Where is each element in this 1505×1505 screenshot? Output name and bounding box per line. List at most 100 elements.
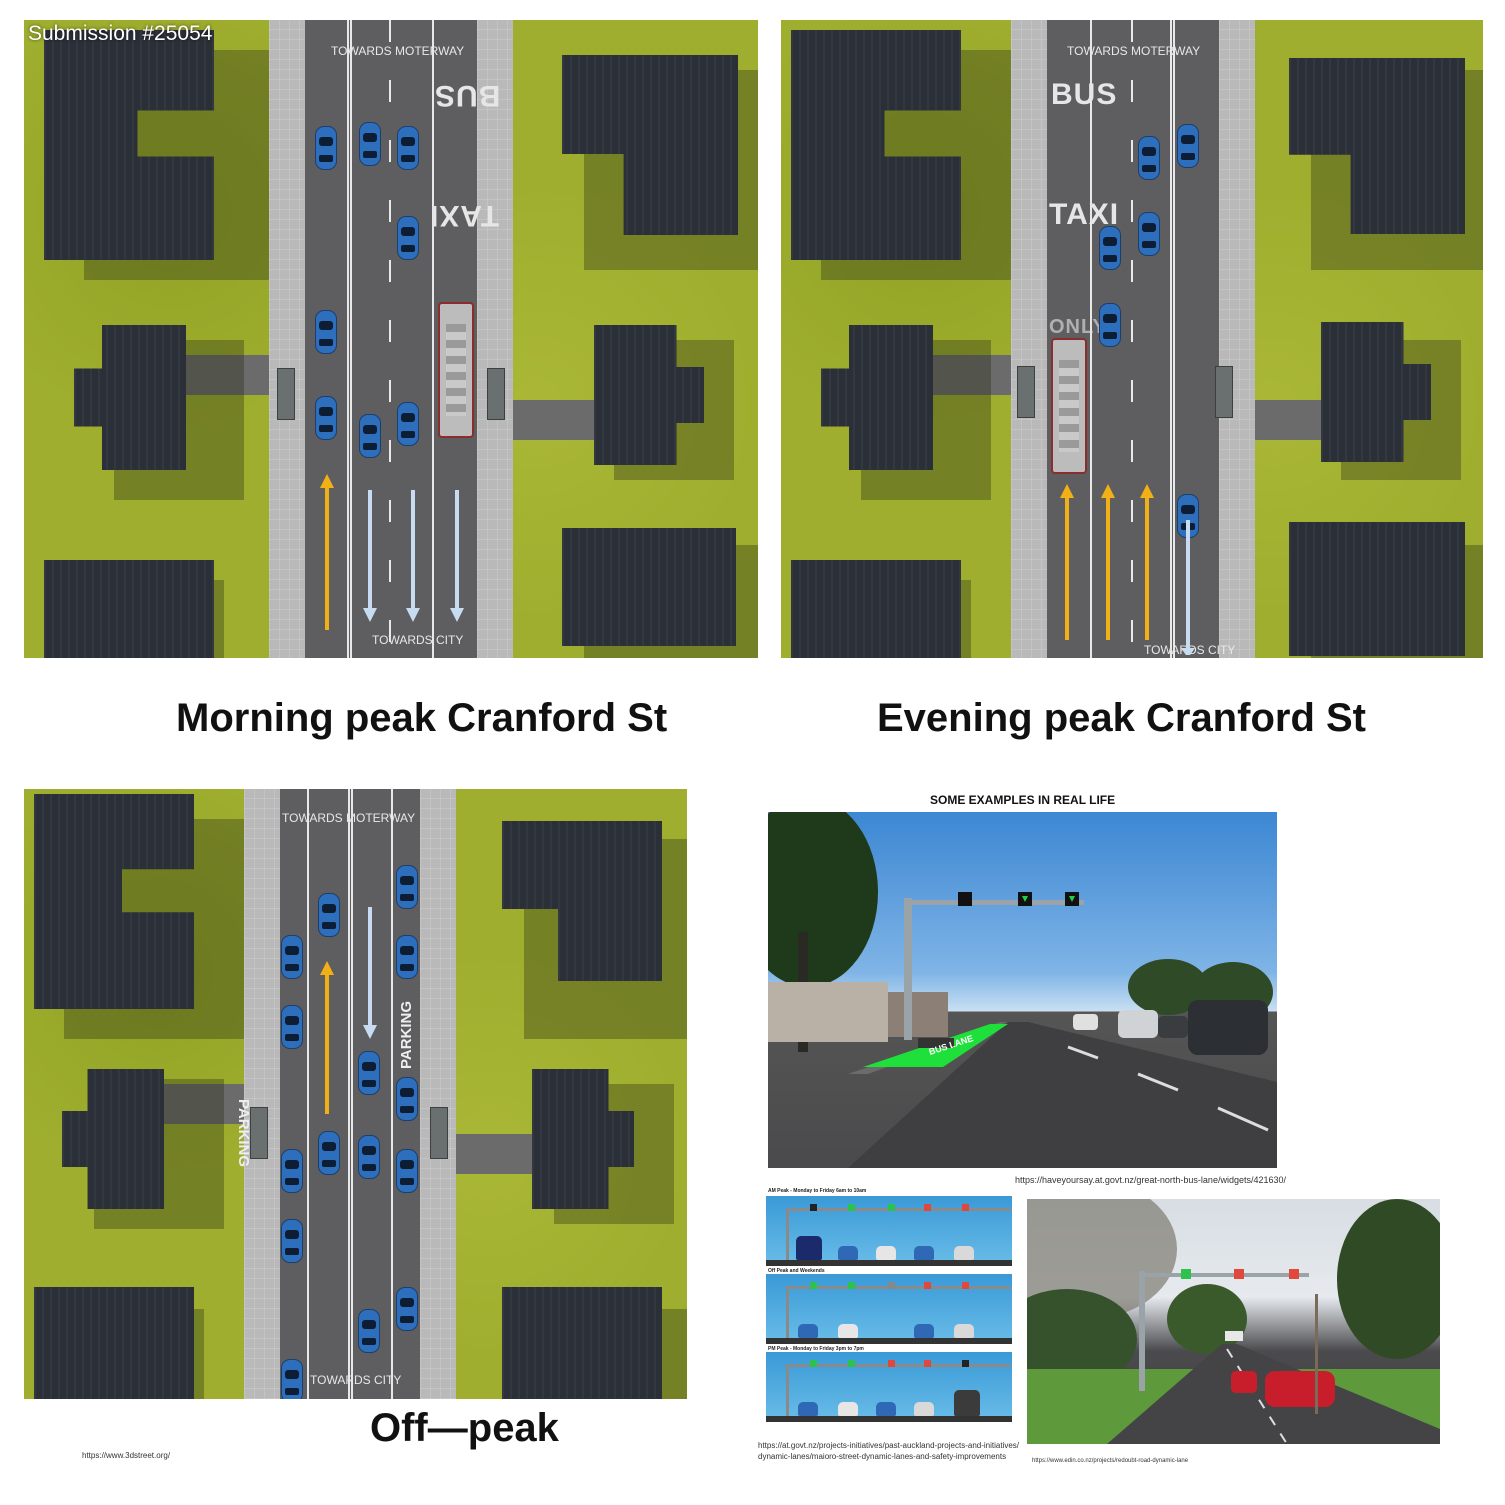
lane-marking	[1217, 1106, 1269, 1132]
signal-green	[848, 1360, 855, 1367]
diagram-row-offpeak	[766, 1274, 1012, 1344]
morning-peak-panel: TOWARDS MOTERWAY TOWARDS CITY BUS TAXI S…	[24, 20, 758, 658]
sidewalk-left	[269, 20, 305, 658]
parked-car	[396, 935, 418, 979]
morning-peak-caption: Morning peak Cranford St	[176, 696, 668, 740]
signal-b	[962, 1360, 969, 1367]
signal-green	[848, 1282, 855, 1289]
arrow-down-light	[1181, 520, 1195, 655]
arrow-up-orange	[1140, 484, 1154, 640]
centre-line	[1170, 20, 1172, 658]
lane-direction-arrows	[320, 474, 464, 630]
towards-motorway-label: TOWARDS MOTERWAY	[1067, 44, 1201, 58]
signal-b	[810, 1204, 817, 1211]
centre-line	[347, 20, 349, 658]
truck	[1225, 1331, 1243, 1341]
bus-shelter	[430, 1107, 448, 1159]
lane-divider	[389, 20, 391, 658]
bus-lane-line	[432, 20, 434, 658]
parked-car	[281, 1359, 303, 1399]
arrow-down-light	[406, 490, 420, 622]
street-scene	[768, 812, 1277, 1168]
gantry-pole	[786, 1208, 789, 1260]
arrow-up-orange	[320, 474, 334, 630]
car	[876, 1402, 896, 1416]
signal-red	[962, 1204, 969, 1211]
car	[315, 310, 337, 354]
parked-car	[396, 1149, 418, 1193]
gantry	[786, 1364, 1011, 1367]
signal-red	[924, 1282, 931, 1289]
tree	[1128, 959, 1208, 1015]
towards-city-label: TOWARDS CITY	[310, 1373, 402, 1387]
signal-red	[924, 1360, 931, 1367]
car	[914, 1246, 934, 1260]
car	[1217, 1359, 1231, 1371]
car	[798, 1402, 818, 1416]
centre-line	[350, 20, 352, 658]
green-arrow-icon	[1069, 896, 1075, 902]
lane-marking	[1137, 1072, 1179, 1092]
parked-car	[281, 1005, 303, 1049]
tree	[768, 812, 878, 987]
source-url: https://www.3dstreet.org/	[82, 1451, 171, 1460]
car	[315, 396, 337, 440]
house-roof	[562, 528, 736, 646]
car	[1158, 1016, 1188, 1038]
car	[954, 1324, 974, 1338]
sidewalk-right	[420, 789, 456, 1399]
arrow-down-light	[450, 490, 464, 622]
gantry	[786, 1208, 1011, 1211]
car	[838, 1246, 858, 1260]
signal-green	[848, 1204, 855, 1211]
car	[1138, 136, 1160, 180]
parked-car	[281, 1149, 303, 1193]
evening-peak-caption: Evening peak Cranford St	[877, 696, 1366, 740]
towards-motorway-label: TOWARDS MOTERWAY	[331, 44, 465, 58]
road-strip	[766, 1338, 1012, 1344]
house-roof	[502, 1287, 662, 1399]
car	[1138, 212, 1160, 256]
power-pole	[1315, 1294, 1318, 1414]
towards-city-label: TOWARDS CITY	[372, 633, 464, 647]
submission-number: Submission #25054	[28, 22, 213, 45]
gantry-pole	[1139, 1271, 1145, 1391]
signal-red	[888, 1360, 895, 1367]
car	[318, 893, 340, 937]
parking-lane-line	[307, 789, 309, 1399]
building	[888, 992, 948, 1037]
red-car	[1265, 1371, 1335, 1407]
signal-red	[1234, 1269, 1244, 1279]
bus	[438, 302, 474, 438]
diagram-row2-label: Off Peak and Weekends	[768, 1268, 825, 1274]
driveway	[444, 1134, 544, 1174]
signal-red	[1289, 1269, 1299, 1279]
centre-line	[1173, 20, 1175, 658]
car	[914, 1324, 934, 1338]
car	[838, 1402, 858, 1416]
gantry-pole	[786, 1364, 789, 1416]
driveway	[504, 400, 604, 440]
house-roof	[34, 1287, 194, 1399]
lane-divider	[1131, 20, 1133, 658]
sidewalk-left	[1011, 20, 1047, 658]
car	[1188, 1000, 1268, 1055]
house-roof	[44, 30, 214, 260]
only-road-marking: ONLY	[1049, 316, 1107, 338]
arrow-down-light	[363, 907, 377, 1039]
tree	[1167, 1284, 1247, 1354]
car	[358, 1135, 380, 1179]
sidewalk-left	[244, 789, 280, 1399]
car	[359, 414, 381, 458]
parking-lane-line	[391, 789, 393, 1399]
car	[358, 1051, 380, 1095]
sidewalk-right	[1219, 20, 1255, 658]
street-scene	[1027, 1199, 1440, 1444]
car	[397, 126, 419, 170]
car	[798, 1324, 818, 1338]
off-peak-panel: TOWARDS MOTERWAY TOWARDS CITY PARKING PA…	[24, 789, 687, 1399]
car	[876, 1246, 896, 1260]
bus	[954, 1390, 980, 1416]
building	[768, 982, 888, 1042]
gantry-pole	[904, 898, 912, 1040]
